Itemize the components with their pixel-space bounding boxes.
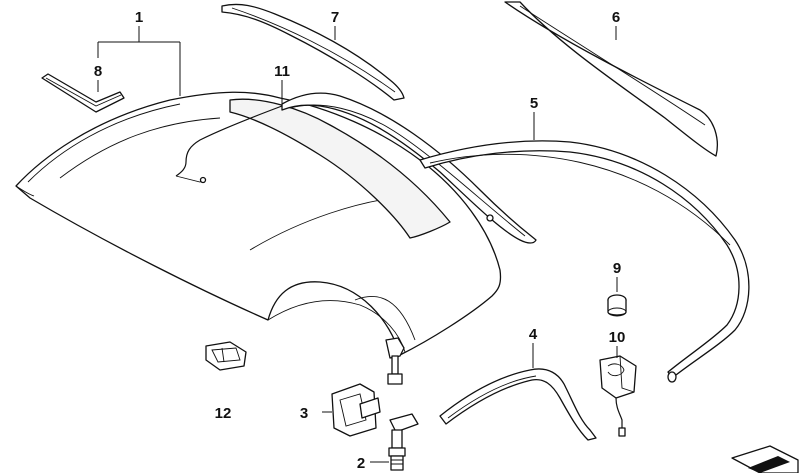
corner-arrow-icon: [731, 445, 799, 473]
part-12-clip: [205, 341, 247, 371]
callout-9: 9: [613, 260, 621, 277]
part-7-side-trim: [221, 3, 405, 101]
part-8-seal-piece: [41, 73, 125, 113]
part-1-hardtop-shell: [15, 91, 502, 356]
part-4-curved-seal: [439, 368, 597, 441]
callout-labels: 1 2 3 4 5 6 7 8 9 10 11 12: [94, 9, 626, 472]
part-11-rear-window: [175, 92, 537, 244]
callout-8: 8: [94, 63, 102, 80]
callout-2: 2: [357, 455, 365, 472]
callout-11: 11: [274, 63, 290, 80]
leader-lines: [97, 26, 618, 463]
part-10-latch-receiver: [599, 355, 637, 437]
callout-7: 7: [331, 9, 339, 26]
part-5-weatherstrip: [419, 140, 750, 383]
part-3-bracket: [331, 383, 381, 437]
callout-3: 3: [300, 405, 308, 422]
part-6-rear-trim: [504, 1, 718, 157]
callout-6: 6: [612, 9, 620, 26]
callout-5: 5: [530, 95, 538, 112]
callout-1: 1: [135, 9, 143, 26]
callout-10: 10: [609, 329, 626, 346]
callout-12: 12: [215, 405, 232, 422]
part-9-rubber-buffer: [607, 294, 627, 317]
part-2-pivot-pin: [388, 413, 419, 471]
hinge-pivot-upper: [385, 337, 405, 385]
callout-4: 4: [529, 326, 538, 343]
